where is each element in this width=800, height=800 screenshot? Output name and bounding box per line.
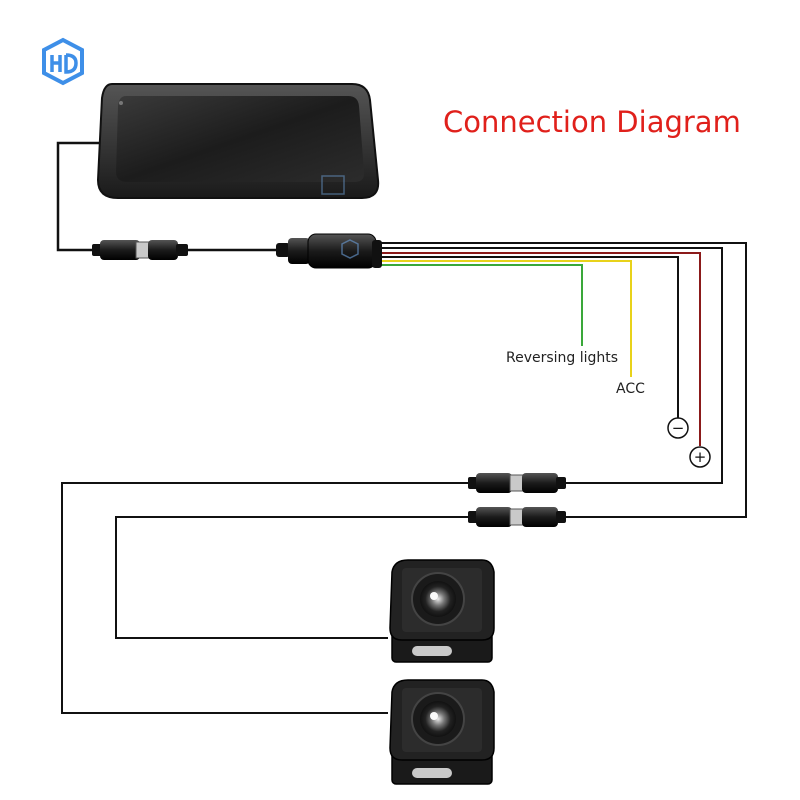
- watermark-icon: [341, 239, 359, 259]
- positive-symbol: +: [694, 448, 707, 466]
- positive-terminal-icon: +: [689, 446, 711, 468]
- negative-symbol: −: [672, 419, 685, 437]
- harness-wires: [380, 242, 747, 518]
- monitor-cable: [56, 141, 276, 252]
- camera-1-connector: [468, 473, 566, 493]
- acc-label: ACC: [616, 381, 645, 397]
- camera-cables: [61, 482, 470, 714]
- watermark-icon: [321, 175, 345, 195]
- diagram-title: Connection Diagram: [443, 105, 741, 139]
- rear-camera-2: [389, 679, 495, 785]
- monitor-connector: [92, 240, 188, 260]
- brand-logo-icon: [42, 37, 84, 86]
- wire-harness-splitter: [276, 233, 382, 269]
- reversing-lights-label: Reversing lights: [506, 350, 618, 366]
- negative-terminal-icon: −: [667, 417, 689, 439]
- mirror-monitor: [96, 83, 380, 199]
- camera-2-connector: [468, 507, 566, 527]
- rear-camera-1: [389, 559, 495, 663]
